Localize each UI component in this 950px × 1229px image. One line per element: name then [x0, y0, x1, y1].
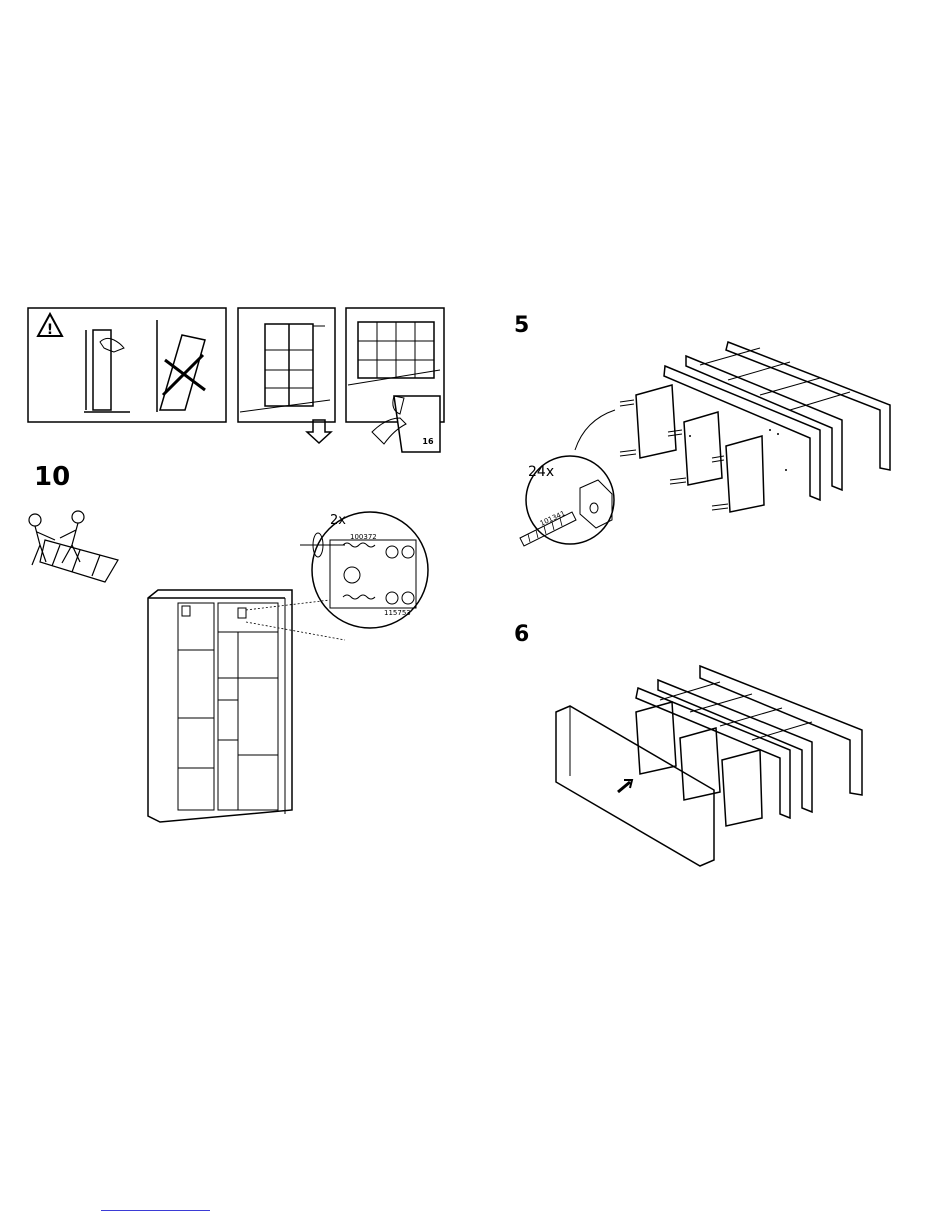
- hole-markers: [689, 429, 787, 471]
- step5-number: 5: [514, 314, 529, 338]
- step10-number: 10: [34, 465, 70, 489]
- step5-frame-illustration: [620, 342, 890, 512]
- step6-number: 6: [514, 623, 529, 647]
- warning-panel: [28, 308, 226, 422]
- page-ref-panel: [346, 308, 444, 452]
- footer-link-underline[interactable]: [101, 1210, 210, 1211]
- anchor-panel: [238, 308, 335, 443]
- tall-shelf-illustration: [148, 590, 345, 822]
- people-lifting-illustration: [29, 511, 118, 582]
- step5-count-label: 24x: [528, 464, 554, 480]
- step6-frame-illustration: [556, 666, 862, 866]
- page-ref-number: 16: [422, 437, 434, 446]
- warning-icon: !: [47, 322, 53, 338]
- step10-count-label: 2x: [330, 513, 346, 528]
- step10-part-a: 100372: [350, 533, 377, 541]
- step10-part-b: 115753: [384, 609, 411, 617]
